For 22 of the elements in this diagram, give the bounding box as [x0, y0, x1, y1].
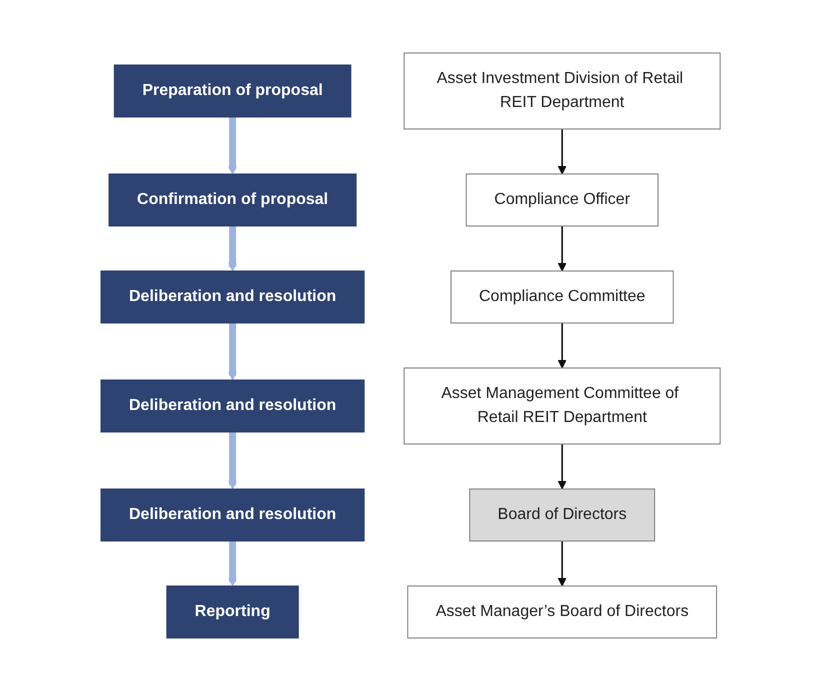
- arrow: [228, 117, 237, 174]
- arrow: [558, 226, 566, 272]
- node-box: Deliberation and resolution: [100, 270, 365, 324]
- node-box: Deliberation and resolution: [100, 488, 365, 542]
- node-box: Asset Manager’s Board of Directors: [407, 586, 717, 638]
- node-box: Reporting: [166, 586, 299, 638]
- node-box: Asset Management Committee of Retail REIT Department: [404, 368, 721, 444]
- arrow: [228, 323, 237, 380]
- arrow: [558, 323, 566, 368]
- arrow: [228, 541, 237, 586]
- arrow: [558, 129, 566, 174]
- node-box: Preparation of proposal: [114, 64, 352, 118]
- arrow: [558, 444, 566, 490]
- node-box: Confirmation of proposal: [108, 174, 357, 226]
- arrow: [558, 541, 566, 586]
- node-box: Board of Directors: [469, 488, 656, 542]
- node-box: Deliberation and resolution: [100, 380, 365, 432]
- node-box: Asset Investment Division of Retail REIT Department: [404, 52, 721, 130]
- node-box: Compliance Committee: [450, 270, 674, 324]
- arrow: [228, 432, 237, 490]
- arrow: [228, 226, 237, 272]
- node-box: Compliance Officer: [466, 174, 658, 226]
